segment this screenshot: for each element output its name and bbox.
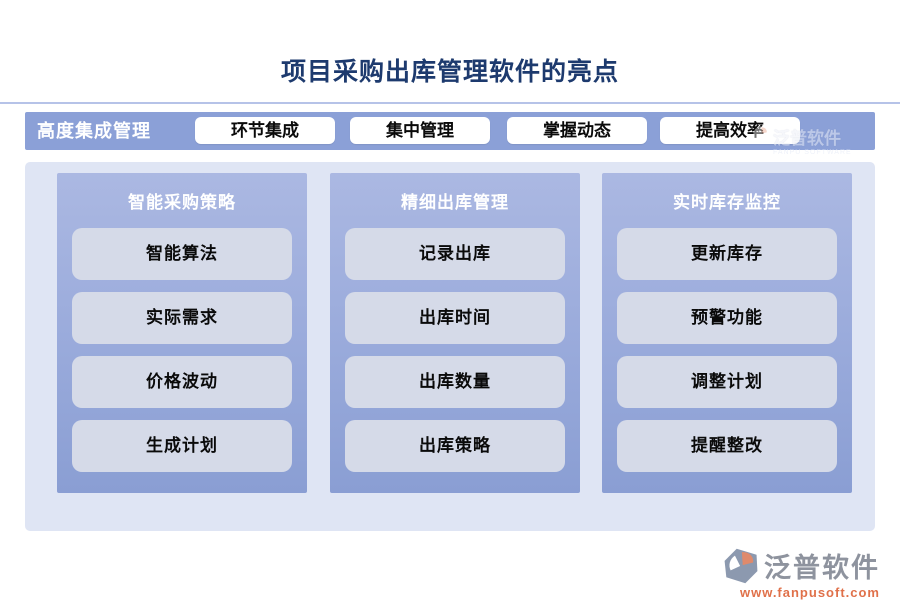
feature-button-record-outbound[interactable]: 记录出库 (345, 228, 565, 280)
column-header: 实时库存监控 (673, 193, 781, 212)
feature-button-outbound-quantity[interactable]: 出库数量 (345, 356, 565, 408)
brand-name: 泛普软件 (764, 553, 880, 583)
footer-brand: 泛普软件 www.fanpusoft.com (722, 546, 880, 600)
brand-url[interactable]: www.fanpusoft.com (739, 585, 880, 600)
column-smart-procurement: 智能采购策略 智能算法 实际需求 价格波动 生成计划 (57, 173, 307, 493)
feature-button-update-inventory[interactable]: 更新库存 (617, 228, 837, 280)
top-bar-label: 高度集成管理 (37, 121, 151, 141)
feature-button-warning-function[interactable]: 预警功能 (617, 292, 837, 344)
feature-button-generate-plan[interactable]: 生成计划 (72, 420, 292, 472)
column-header: 精细出库管理 (401, 193, 509, 212)
feature-button-outbound-time[interactable]: 出库时间 (345, 292, 565, 344)
topbar-button-track-status[interactable]: 掌握动态 (507, 117, 647, 144)
title-divider (0, 102, 900, 104)
watermark-subtext: FANPU SOFTWARE (773, 149, 852, 156)
column-realtime-inventory: 实时库存监控 更新库存 预警功能 调整计划 提醒整改 (602, 173, 852, 493)
top-bar: 高度集成管理 环节集成 集中管理 掌握动态 提高效率 (25, 112, 875, 150)
feature-button-actual-demand[interactable]: 实际需求 (72, 292, 292, 344)
page-title: 项目采购出库管理软件的亮点 (280, 58, 619, 86)
topbar-button-central-management[interactable]: 集中管理 (350, 117, 490, 144)
feature-button-outbound-strategy[interactable]: 出库策略 (345, 420, 565, 472)
topbar-button-link-integration[interactable]: 环节集成 (195, 117, 335, 144)
column-fine-outbound: 精细出库管理 记录出库 出库时间 出库数量 出库策略 (330, 173, 580, 493)
topbar-button-improve-efficiency[interactable]: 提高效率 (660, 117, 800, 144)
feature-button-remind-rectify[interactable]: 提醒整改 (617, 420, 837, 472)
feature-button-price-fluctuation[interactable]: 价格波动 (72, 356, 292, 408)
fanpu-logo-icon (722, 547, 760, 585)
feature-button-adjust-plan[interactable]: 调整计划 (617, 356, 837, 408)
column-header: 智能采购策略 (128, 193, 236, 212)
feature-button-smart-algorithm[interactable]: 智能算法 (72, 228, 292, 280)
main-panel: 智能采购策略 智能算法 实际需求 价格波动 生成计划 精细出库管理 记录出库 出… (25, 162, 875, 531)
